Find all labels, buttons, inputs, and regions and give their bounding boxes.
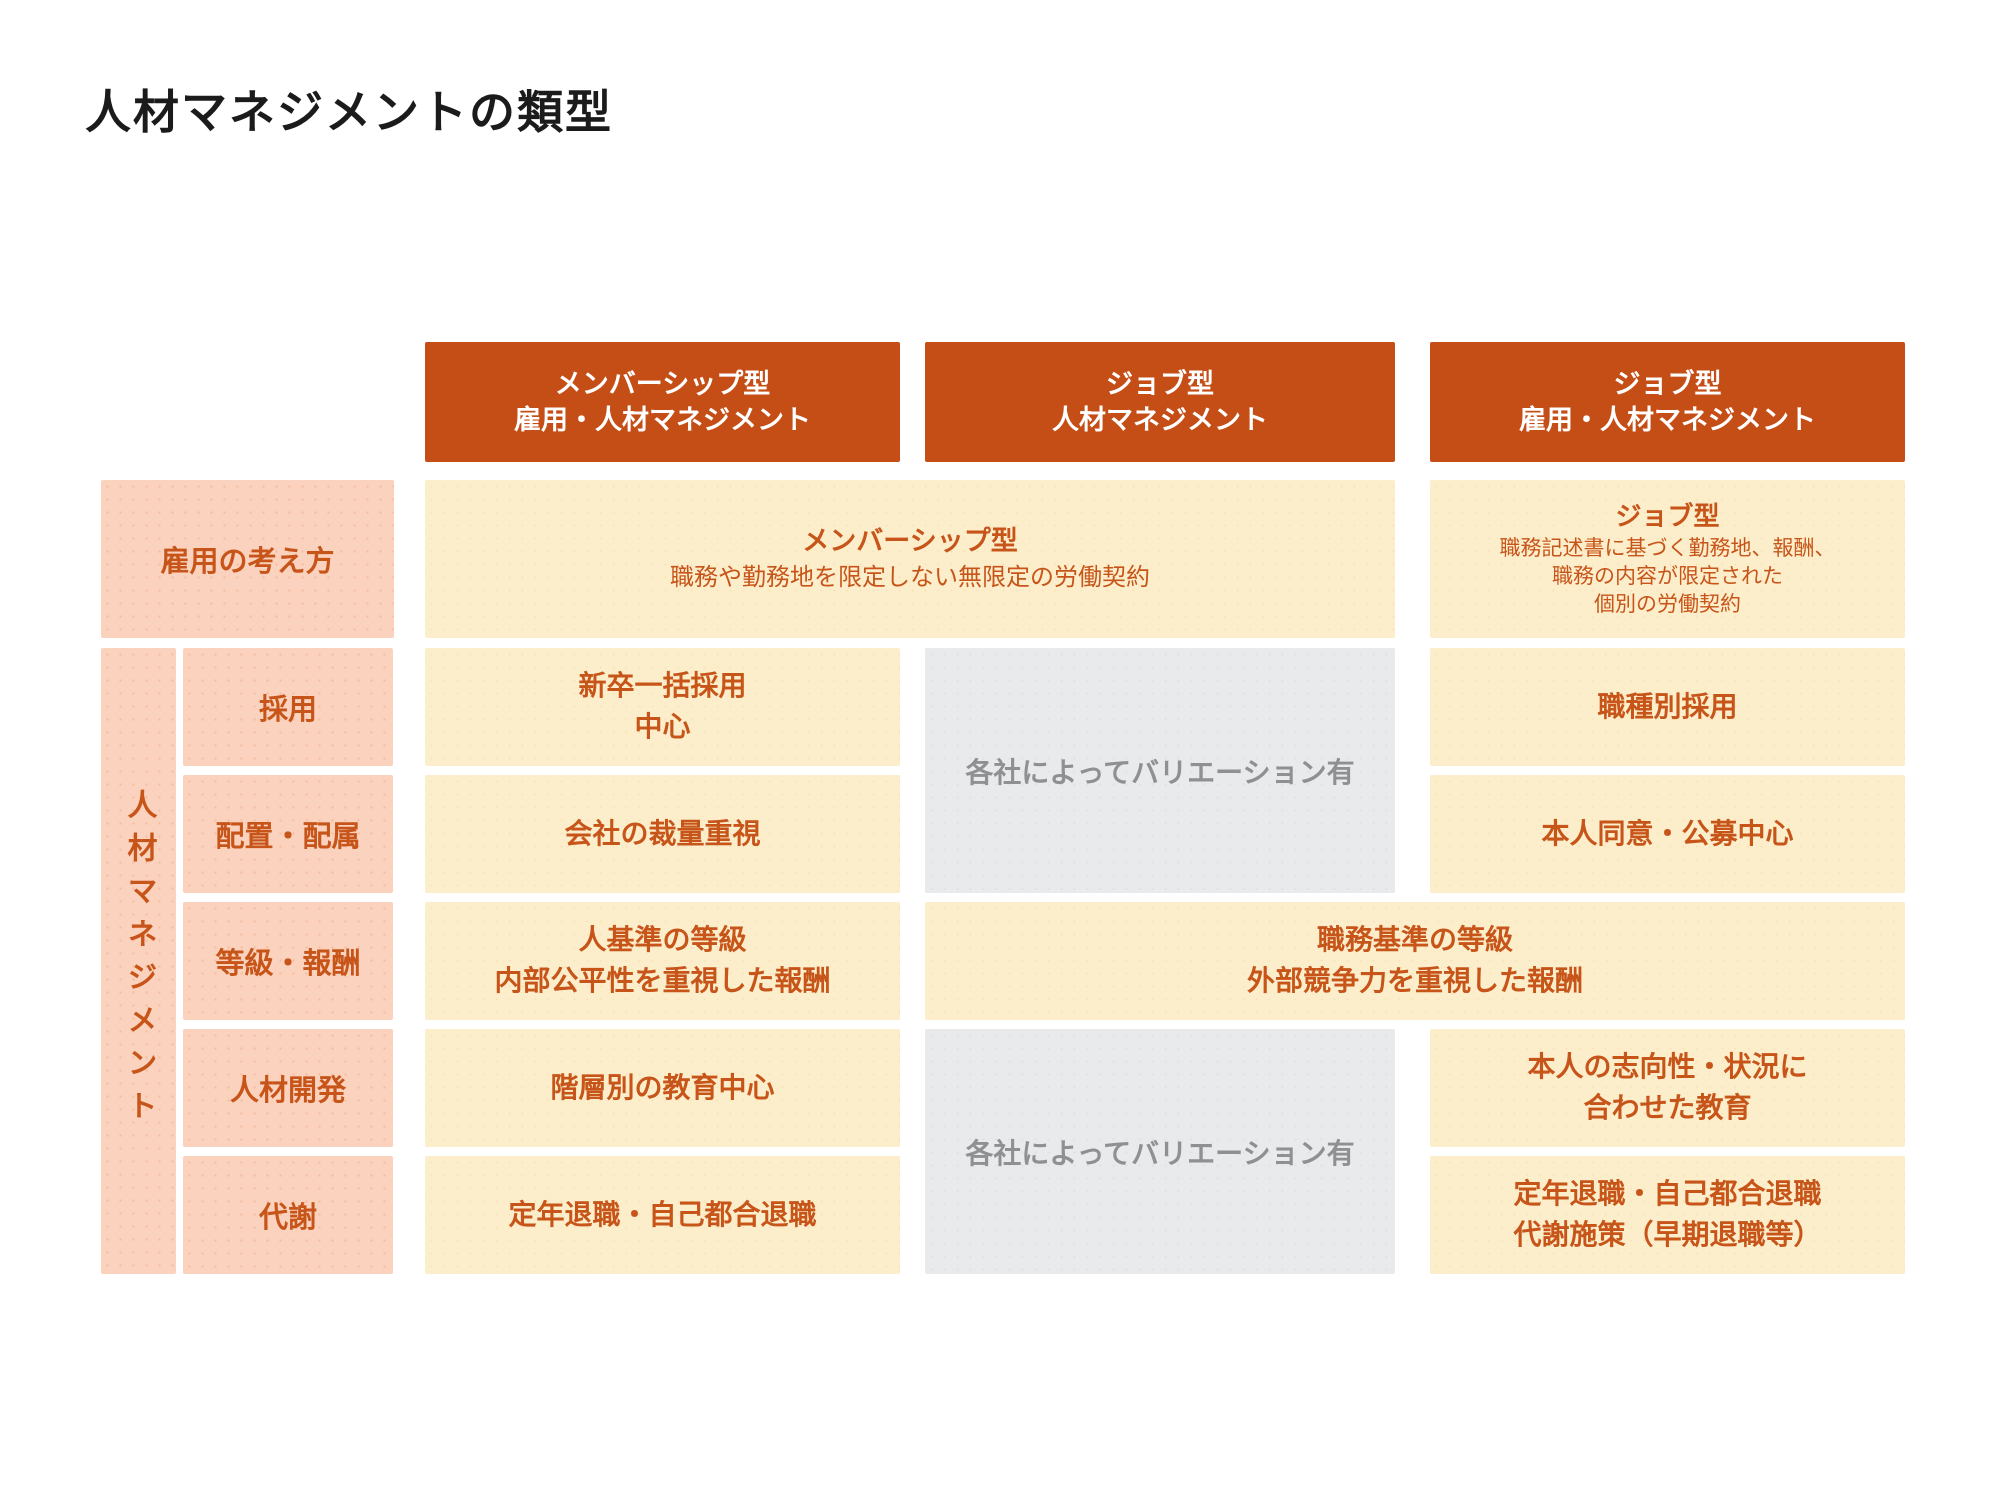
cell-text: 会社の裁量重視 xyxy=(564,817,761,849)
cell-grade-membership: 人基準の等級 内部公平性を重視した報酬 xyxy=(425,902,900,1020)
column-header-job-employment: ジョブ型 雇用・人材マネジメント xyxy=(1430,342,1905,462)
row-group-header-hr-management: 人材マネジメント xyxy=(101,648,176,1274)
vertical-label: 人材マネジメント xyxy=(122,789,156,1133)
column-header-line2: 雇用・人材マネジメント xyxy=(514,405,811,435)
cell-line2: 中心 xyxy=(634,711,691,742)
cell-line1: 新卒一括採用 xyxy=(578,670,747,702)
cell-text: 各社によってバリエーション有 xyxy=(965,1137,1355,1169)
cell-line1: 本人の志向性・状況に xyxy=(1527,1051,1808,1083)
cell-development-job: 本人の志向性・状況に 合わせた教育 xyxy=(1430,1029,1905,1147)
cell-text: 職種別採用 xyxy=(1597,690,1738,722)
cell-recruit-job: 職種別採用 xyxy=(1430,648,1905,766)
column-header-job-hr: ジョブ型 人材マネジメント xyxy=(925,342,1395,462)
row-header-employment-philosophy: 雇用の考え方 xyxy=(101,480,394,638)
row-header-grade-compensation: 等級・報酬 xyxy=(183,902,393,1020)
column-header-line1: ジョブ型 xyxy=(1613,368,1722,399)
cell-employment-job: ジョブ型 職務記述書に基づく勤務地、報酬、 職務の内容が限定された 個別の労働契… xyxy=(1430,480,1905,638)
row-header-label: 採用 xyxy=(258,694,317,726)
row-header-label: 雇用の考え方 xyxy=(160,546,335,578)
column-header-line2: 人材マネジメント xyxy=(1052,405,1268,435)
row-header-placement: 配置・配属 xyxy=(183,775,393,893)
cell-text: 各社によってバリエーション有 xyxy=(965,756,1355,788)
cell-turnover-job: 定年退職・自己都合退職 代謝施策（早期退職等） xyxy=(1430,1156,1905,1274)
row-header-turnover: 代謝 xyxy=(183,1156,393,1274)
cell-line2: 内部公平性を重視した報酬 xyxy=(494,965,831,996)
column-header-membership: メンバーシップ型 雇用・人材マネジメント xyxy=(425,342,900,462)
cell-desc-line1: 職務記述書に基づく勤務地、報酬、 xyxy=(1499,536,1836,560)
cell-variation-top: 各社によってバリエーション有 xyxy=(925,648,1395,893)
cell-employment-membership: メンバーシップ型 職務や勤務地を限定しない無限定の労働契約 xyxy=(425,480,1395,638)
column-header-line1: メンバーシップ型 xyxy=(554,368,771,399)
cell-line2: 外部競争力を重視した報酬 xyxy=(1246,965,1583,996)
row-header-label: 人材開発 xyxy=(229,1075,346,1107)
cell-title: メンバーシップ型 xyxy=(802,526,1018,557)
row-header-recruitment: 採用 xyxy=(183,648,393,766)
cell-turnover-membership: 定年退職・自己都合退職 xyxy=(425,1156,900,1274)
cell-line2: 代謝施策（早期退職等） xyxy=(1513,1219,1822,1250)
page-title: 人材マネジメントの類型 xyxy=(85,86,613,138)
cell-desc-line3: 個別の労働契約 xyxy=(1594,593,1741,617)
cell-line2: 合わせた教育 xyxy=(1583,1092,1752,1123)
cell-desc: 職務や勤務地を限定しない無限定の労働契約 xyxy=(670,564,1150,592)
cell-placement-membership: 会社の裁量重視 xyxy=(425,775,900,893)
cell-development-membership: 階層別の教育中心 xyxy=(425,1029,900,1147)
cell-line1: 人基準の等級 xyxy=(578,924,747,956)
row-header-label: 代謝 xyxy=(258,1202,317,1234)
cell-grade-job: 職務基準の等級 外部競争力を重視した報酬 xyxy=(925,902,1905,1020)
cell-placement-job: 本人同意・公募中心 xyxy=(1430,775,1905,893)
row-header-label: 配置・配属 xyxy=(215,821,361,853)
row-header-label: 等級・報酬 xyxy=(215,948,361,980)
cell-recruit-membership: 新卒一括採用 中心 xyxy=(425,648,900,766)
column-header-line2: 雇用・人材マネジメント xyxy=(1519,405,1816,435)
row-header-development: 人材開発 xyxy=(183,1029,393,1147)
cell-line1: 定年退職・自己都合退職 xyxy=(1513,1178,1822,1210)
cell-variation-bottom: 各社によってバリエーション有 xyxy=(925,1029,1395,1274)
cell-title: ジョブ型 xyxy=(1615,501,1720,532)
cell-text: 本人同意・公募中心 xyxy=(1541,817,1794,849)
cell-line1: 職務基準の等級 xyxy=(1316,924,1513,956)
column-header-line1: ジョブ型 xyxy=(1106,368,1214,399)
cell-text: 階層別の教育中心 xyxy=(550,1071,775,1103)
cell-text: 定年退職・自己都合退職 xyxy=(508,1198,817,1230)
cell-desc-line2: 職務の内容が限定された xyxy=(1552,565,1783,589)
